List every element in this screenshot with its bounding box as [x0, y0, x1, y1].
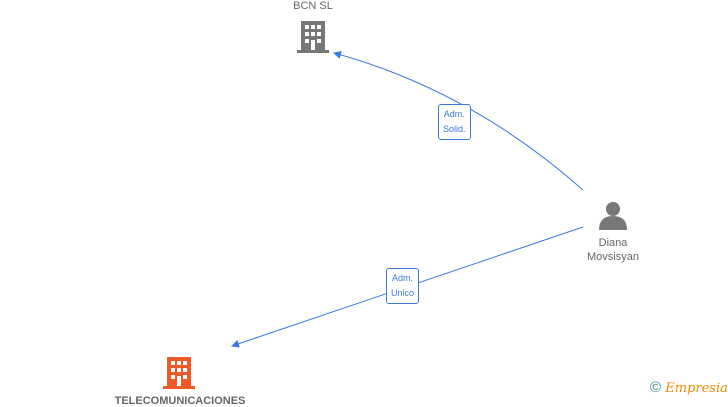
person-first-name: Diana — [598, 237, 628, 249]
edge-label-adm-solid[interactable]: Adm. Solid. — [438, 104, 471, 140]
edge-role-line2: Unico — [391, 288, 415, 298]
person-last-name: Movsisyan — [587, 251, 639, 263]
footer: © Empresia — [650, 379, 728, 396]
person-label[interactable]: Diana Movsisyan — [570, 236, 656, 264]
brand-logo: Empresia — [665, 381, 728, 396]
person-icon[interactable] — [599, 202, 627, 230]
copyright-icon: © — [650, 379, 662, 396]
edge-role-line1: Adm. — [443, 109, 465, 119]
edge-label-adm-unico[interactable]: Adm. Unico — [386, 268, 420, 304]
telecom-label[interactable]: TELECOMUNICACIONES — [114, 395, 246, 407]
bcn-label[interactable]: BCN SL — [293, 0, 333, 12]
edge-role-line1: Adm. — [392, 273, 414, 283]
edge-role-line2: Solid. — [443, 124, 466, 134]
